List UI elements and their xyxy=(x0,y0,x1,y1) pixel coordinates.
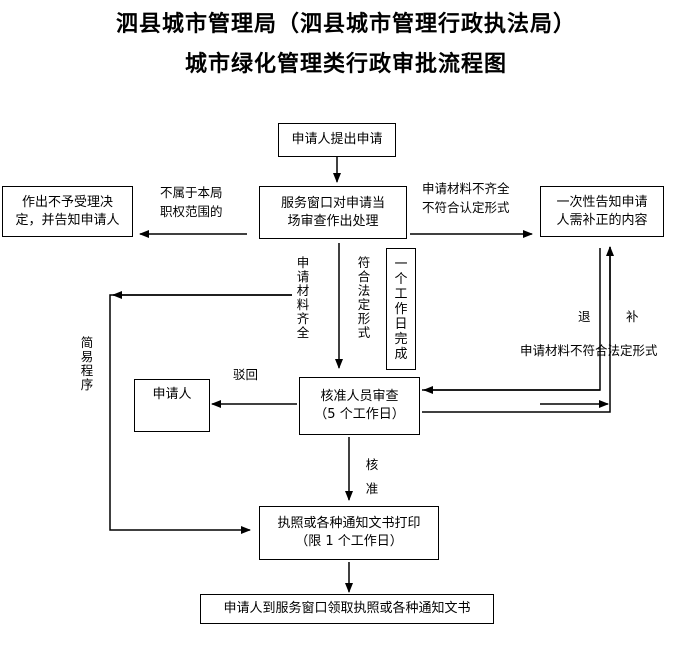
applicant-box: 申请人 xyxy=(134,379,210,432)
verify-text-2: （5 个工作日） xyxy=(314,407,405,422)
collect-text: 申请人到服务窗口领取执照或各种通知文书 xyxy=(223,601,471,616)
reject-box: 作出不予受理决 定，并告知申请人 xyxy=(2,186,133,237)
notify-box: 一次性告知申请 人需补正的内容 xyxy=(540,186,664,237)
one-day-text: 一个工作日完成 xyxy=(394,256,408,362)
label-simple-procedure: 简易程序 xyxy=(80,335,94,392)
applicant-text: 申请人 xyxy=(152,387,192,402)
print-text-1: 执照或各种通知文书打印 xyxy=(277,516,421,531)
notify-text-2: 人需补正的内容 xyxy=(556,212,648,228)
print-text-2: （限 1 个工作日） xyxy=(295,534,403,549)
label-materials-complete: 申请材料齐全 xyxy=(296,255,310,340)
label-supplement: 补 xyxy=(626,309,639,324)
label-incomplete-1: 申请材料不齐全 xyxy=(422,181,510,196)
reject-text-2: 定，并告知申请人 xyxy=(15,212,120,228)
apply-text: 申请人提出申请 xyxy=(291,132,383,147)
print-box: 执照或各种通知文书打印 （限 1 个工作日） xyxy=(259,506,439,560)
label-legal-form: 符合法定形式 xyxy=(357,255,371,340)
title-line-2: 城市绿化管理类行政审批流程图 xyxy=(184,51,507,77)
verify-box: 核准人员审查 （5 个工作日） xyxy=(299,377,420,435)
verify-text-1: 核准人员审查 xyxy=(320,389,399,404)
label-incomplete-2: 不符合认定形式 xyxy=(422,200,510,215)
label-not-in-scope-1: 不属于本局 xyxy=(160,185,223,200)
reject-text-1: 作出不予受理决 xyxy=(21,194,113,210)
label-not-in-scope-2: 职权范围的 xyxy=(160,204,223,219)
line-notify-to-verify xyxy=(422,248,601,391)
apply-box: 申请人提出申请 xyxy=(278,123,396,157)
label-rejected: 驳回 xyxy=(233,367,259,382)
label-not-legal-form: 申请材料不符合法定形式 xyxy=(520,343,658,358)
one-day-box: 一个工作日完成 xyxy=(386,248,416,370)
collect-box: 申请人到服务窗口领取执照或各种通知文书 xyxy=(200,594,494,624)
window-review-text-2: 场审查作出处理 xyxy=(287,213,379,229)
notify-text-1: 一次性告知申请 xyxy=(556,194,648,210)
label-return: 退 xyxy=(578,309,591,324)
window-review-text-1: 服务窗口对申请当 xyxy=(280,195,385,211)
line-verify-to-notify xyxy=(422,247,611,413)
label-approved: 核准 xyxy=(365,457,379,496)
title-line-1: 泗县城市管理局（泗县城市管理行政执法局） xyxy=(115,11,576,37)
window-review-box: 服务窗口对申请当 场审查作出处理 xyxy=(259,186,407,239)
